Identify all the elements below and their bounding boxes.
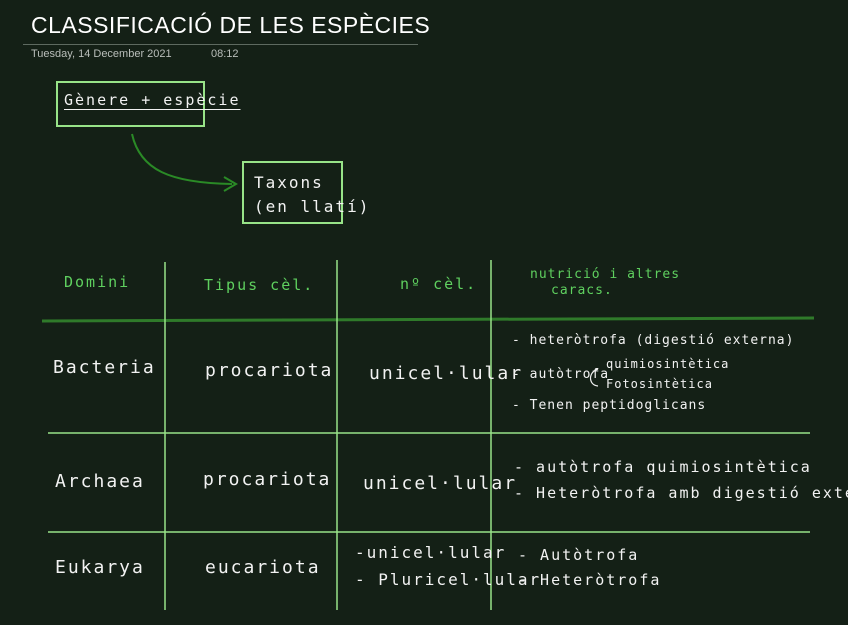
arrow-line (131, 133, 233, 185)
row1-note-5: - Tenen peptidoglicans (512, 398, 707, 413)
row3-note-1: - Autòtrofa (518, 546, 640, 564)
header-domini: Domini (64, 273, 131, 291)
row3-tipus: eucariota (205, 557, 321, 578)
header-nutricio: nutrició i altres (530, 267, 681, 282)
row1-tipus: procariota (205, 360, 334, 381)
row3-num-1: -unicel·lular (355, 543, 507, 562)
header-num: nº cèl. (400, 275, 478, 293)
row1-note-3: quimiosintètica (606, 357, 730, 371)
page-time: 08:12 (211, 48, 239, 60)
note-genere-especie-text: Gènere + espècie (64, 91, 241, 109)
note-genere-especie: Gènere + espècie (56, 81, 239, 127)
row3-note-2: - Heteròtrofa (518, 571, 662, 589)
row1-domini: Bacteria (53, 357, 156, 378)
row1-note-2: - autòtrofa (512, 367, 610, 382)
row3-num-2: - Pluricel·lular (355, 570, 542, 589)
page-date: Tuesday, 14 December 2021 (31, 48, 172, 60)
row2-note-1: - autòtrofa quimiosintètica (514, 458, 812, 476)
row3-domini: Eukarya (55, 557, 145, 578)
header-rule (41, 316, 815, 323)
note-taxons-line2: (en llatí) (254, 197, 371, 216)
page-title: CLASSIFICACIÓ DE LES ESPÈCIES (31, 12, 431, 38)
arrow-head (223, 176, 238, 192)
row2-tipus: procariota (203, 469, 332, 490)
row1-num: unicel·lular (369, 363, 524, 384)
row2-num: unicel·lular (363, 473, 518, 494)
title-rule (23, 44, 418, 45)
header-caracs: caracs. (551, 283, 613, 298)
note-taxons-line1: Taxons (254, 173, 324, 192)
header-tipus: Tipus cèl. (204, 276, 315, 294)
branch-arrow (589, 368, 599, 387)
row2-domini: Archaea (55, 471, 145, 492)
note-taxons: Taxons (en llatí) (242, 161, 368, 224)
row1-note-1: - heteròtrofa (digestió externa) (512, 333, 795, 348)
row2-note-2: - Heteròtrofa amb digestió externa (514, 484, 848, 502)
row1-note-4: Fotosintètica (606, 377, 713, 391)
